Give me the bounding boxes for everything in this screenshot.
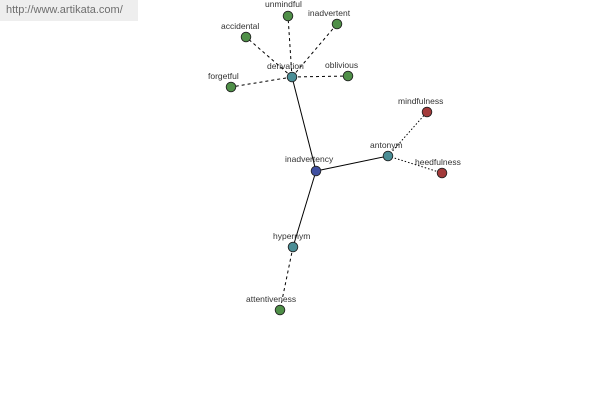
center-node-inadvertency[interactable] [310, 165, 322, 177]
word-node-inadvertent[interactable] [331, 18, 343, 30]
relation-label-antonym[interactable]: antonym [370, 140, 403, 150]
relation-node-derivation[interactable] [286, 71, 298, 83]
edge-inadvertency-antonym [315, 155, 389, 172]
relation-node-antonym[interactable] [382, 150, 394, 162]
word-label-inadvertent[interactable]: inadvertent [308, 8, 351, 18]
graph-edges [230, 15, 443, 311]
word-label-forgetful[interactable]: forgetful [208, 71, 239, 81]
word-node-heedfulness[interactable] [436, 167, 448, 179]
word-label-unmindful[interactable]: unmindful [265, 0, 302, 9]
edge-antonym-heedfulness [387, 155, 443, 174]
word-node-forgetful[interactable] [225, 81, 237, 93]
edge-antonym-mindfulness [387, 111, 428, 157]
edge-inadvertency-derivation [291, 76, 317, 172]
edge-derivation-accidental [245, 36, 293, 78]
word-node-unmindful[interactable] [282, 10, 294, 22]
word-node-accidental[interactable] [240, 31, 252, 43]
word-node-oblivious[interactable] [342, 70, 354, 82]
site-link[interactable]: http://www.artikata.com/ [0, 0, 138, 21]
edge-derivation-oblivious [291, 75, 349, 78]
word-node-mindfulness[interactable] [421, 106, 433, 118]
word-label-heedfulness[interactable]: heedfulness [415, 157, 461, 167]
word-label-oblivious[interactable]: oblivious [325, 60, 358, 70]
relation-node-hypernym[interactable] [287, 241, 299, 253]
edge-derivation-unmindful [287, 15, 293, 78]
word-label-mindfulness[interactable]: mindfulness [398, 96, 443, 106]
edge-hypernym-attentiveness [279, 246, 294, 311]
word-node-attentiveness[interactable] [274, 304, 286, 316]
edge-inadvertency-hypernym [292, 170, 317, 248]
graph-labels: unmindful inadvertent accidental oblivious f… [208, 0, 461, 304]
edge-derivation-forgetful [230, 76, 293, 88]
word-label-accidental[interactable]: accidental [221, 21, 259, 31]
word-label-attentiveness[interactable]: attentiveness [246, 294, 296, 304]
relation-label-hypernym[interactable]: hypernym [273, 231, 310, 241]
relation-label-derivation[interactable]: derivation [267, 61, 304, 71]
graph-nodes [225, 10, 448, 316]
center-label-inadvertency[interactable]: inadvertency [285, 154, 334, 164]
